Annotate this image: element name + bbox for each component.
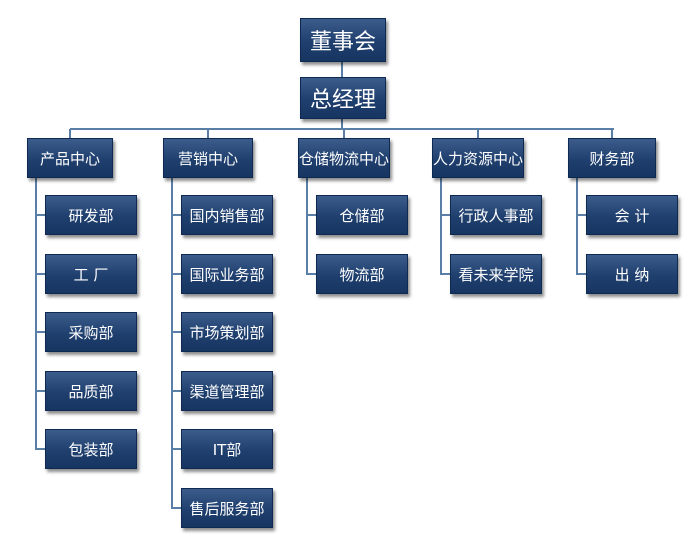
connector-child bbox=[171, 390, 181, 392]
sub-dept-box: IT部 bbox=[181, 429, 273, 469]
connector-dept-spine bbox=[440, 178, 442, 275]
connector-child bbox=[35, 273, 45, 275]
connector-bus-dept bbox=[69, 129, 71, 138]
connector-child bbox=[440, 214, 450, 216]
sub-dept-box: 仓储部 bbox=[316, 195, 408, 235]
sub-dept-box: 行政人事部 bbox=[450, 195, 542, 235]
sub-dept-box: 采购部 bbox=[45, 312, 137, 352]
dept-box: 产品中心 bbox=[27, 138, 113, 178]
sub-dept-box: 会 计 bbox=[586, 195, 678, 235]
sub-dept-box: 渠道管理部 bbox=[181, 371, 273, 411]
connector-gm-bus bbox=[341, 119, 343, 129]
connector-bus-dept bbox=[477, 129, 479, 138]
sub-dept-box: 国内销售部 bbox=[181, 195, 273, 235]
dept-box: 财务部 bbox=[568, 138, 656, 178]
connector-child bbox=[171, 448, 181, 450]
sub-dept-box: 售后服务部 bbox=[181, 488, 273, 528]
sub-dept-box: 物流部 bbox=[316, 254, 408, 294]
sub-dept-box: 品质部 bbox=[45, 371, 137, 411]
connector-child bbox=[576, 273, 586, 275]
connector-child bbox=[440, 273, 450, 275]
connector-board-gm bbox=[341, 62, 343, 77]
connector-child bbox=[306, 214, 316, 216]
gm-box: 总经理 bbox=[300, 77, 386, 119]
sub-dept-box: 市场策划部 bbox=[181, 312, 273, 352]
connector-dept-spine bbox=[306, 178, 308, 275]
connector-child bbox=[35, 214, 45, 216]
connector-dept-spine bbox=[576, 178, 578, 275]
sub-dept-box: 研发部 bbox=[45, 195, 137, 235]
dept-box: 营销中心 bbox=[163, 138, 253, 178]
connector-child bbox=[35, 448, 45, 450]
connector-dept-spine bbox=[35, 178, 37, 450]
connector-dept-spine bbox=[171, 178, 173, 509]
connector-child bbox=[35, 331, 45, 333]
connector-child bbox=[35, 390, 45, 392]
dept-box: 人力资源中心 bbox=[432, 138, 524, 178]
sub-dept-box: 国际业务部 bbox=[181, 254, 273, 294]
connector-bus-dept bbox=[611, 129, 613, 138]
connector-bus-dept bbox=[207, 129, 209, 138]
sub-dept-box: 出 纳 bbox=[586, 254, 678, 294]
connector-child bbox=[306, 273, 316, 275]
board-box: 董事会 bbox=[300, 18, 386, 62]
connector-bus bbox=[70, 128, 614, 130]
sub-dept-box: 看未来学院 bbox=[450, 254, 542, 294]
sub-dept-box: 工 厂 bbox=[45, 254, 137, 294]
connector-bus-dept bbox=[343, 129, 345, 138]
connector-child bbox=[576, 214, 586, 216]
sub-dept-box: 包装部 bbox=[45, 429, 137, 469]
dept-box: 仓储物流中心 bbox=[298, 138, 390, 178]
connector-child bbox=[171, 273, 181, 275]
connector-child bbox=[171, 214, 181, 216]
connector-child bbox=[171, 331, 181, 333]
connector-child bbox=[171, 507, 181, 509]
